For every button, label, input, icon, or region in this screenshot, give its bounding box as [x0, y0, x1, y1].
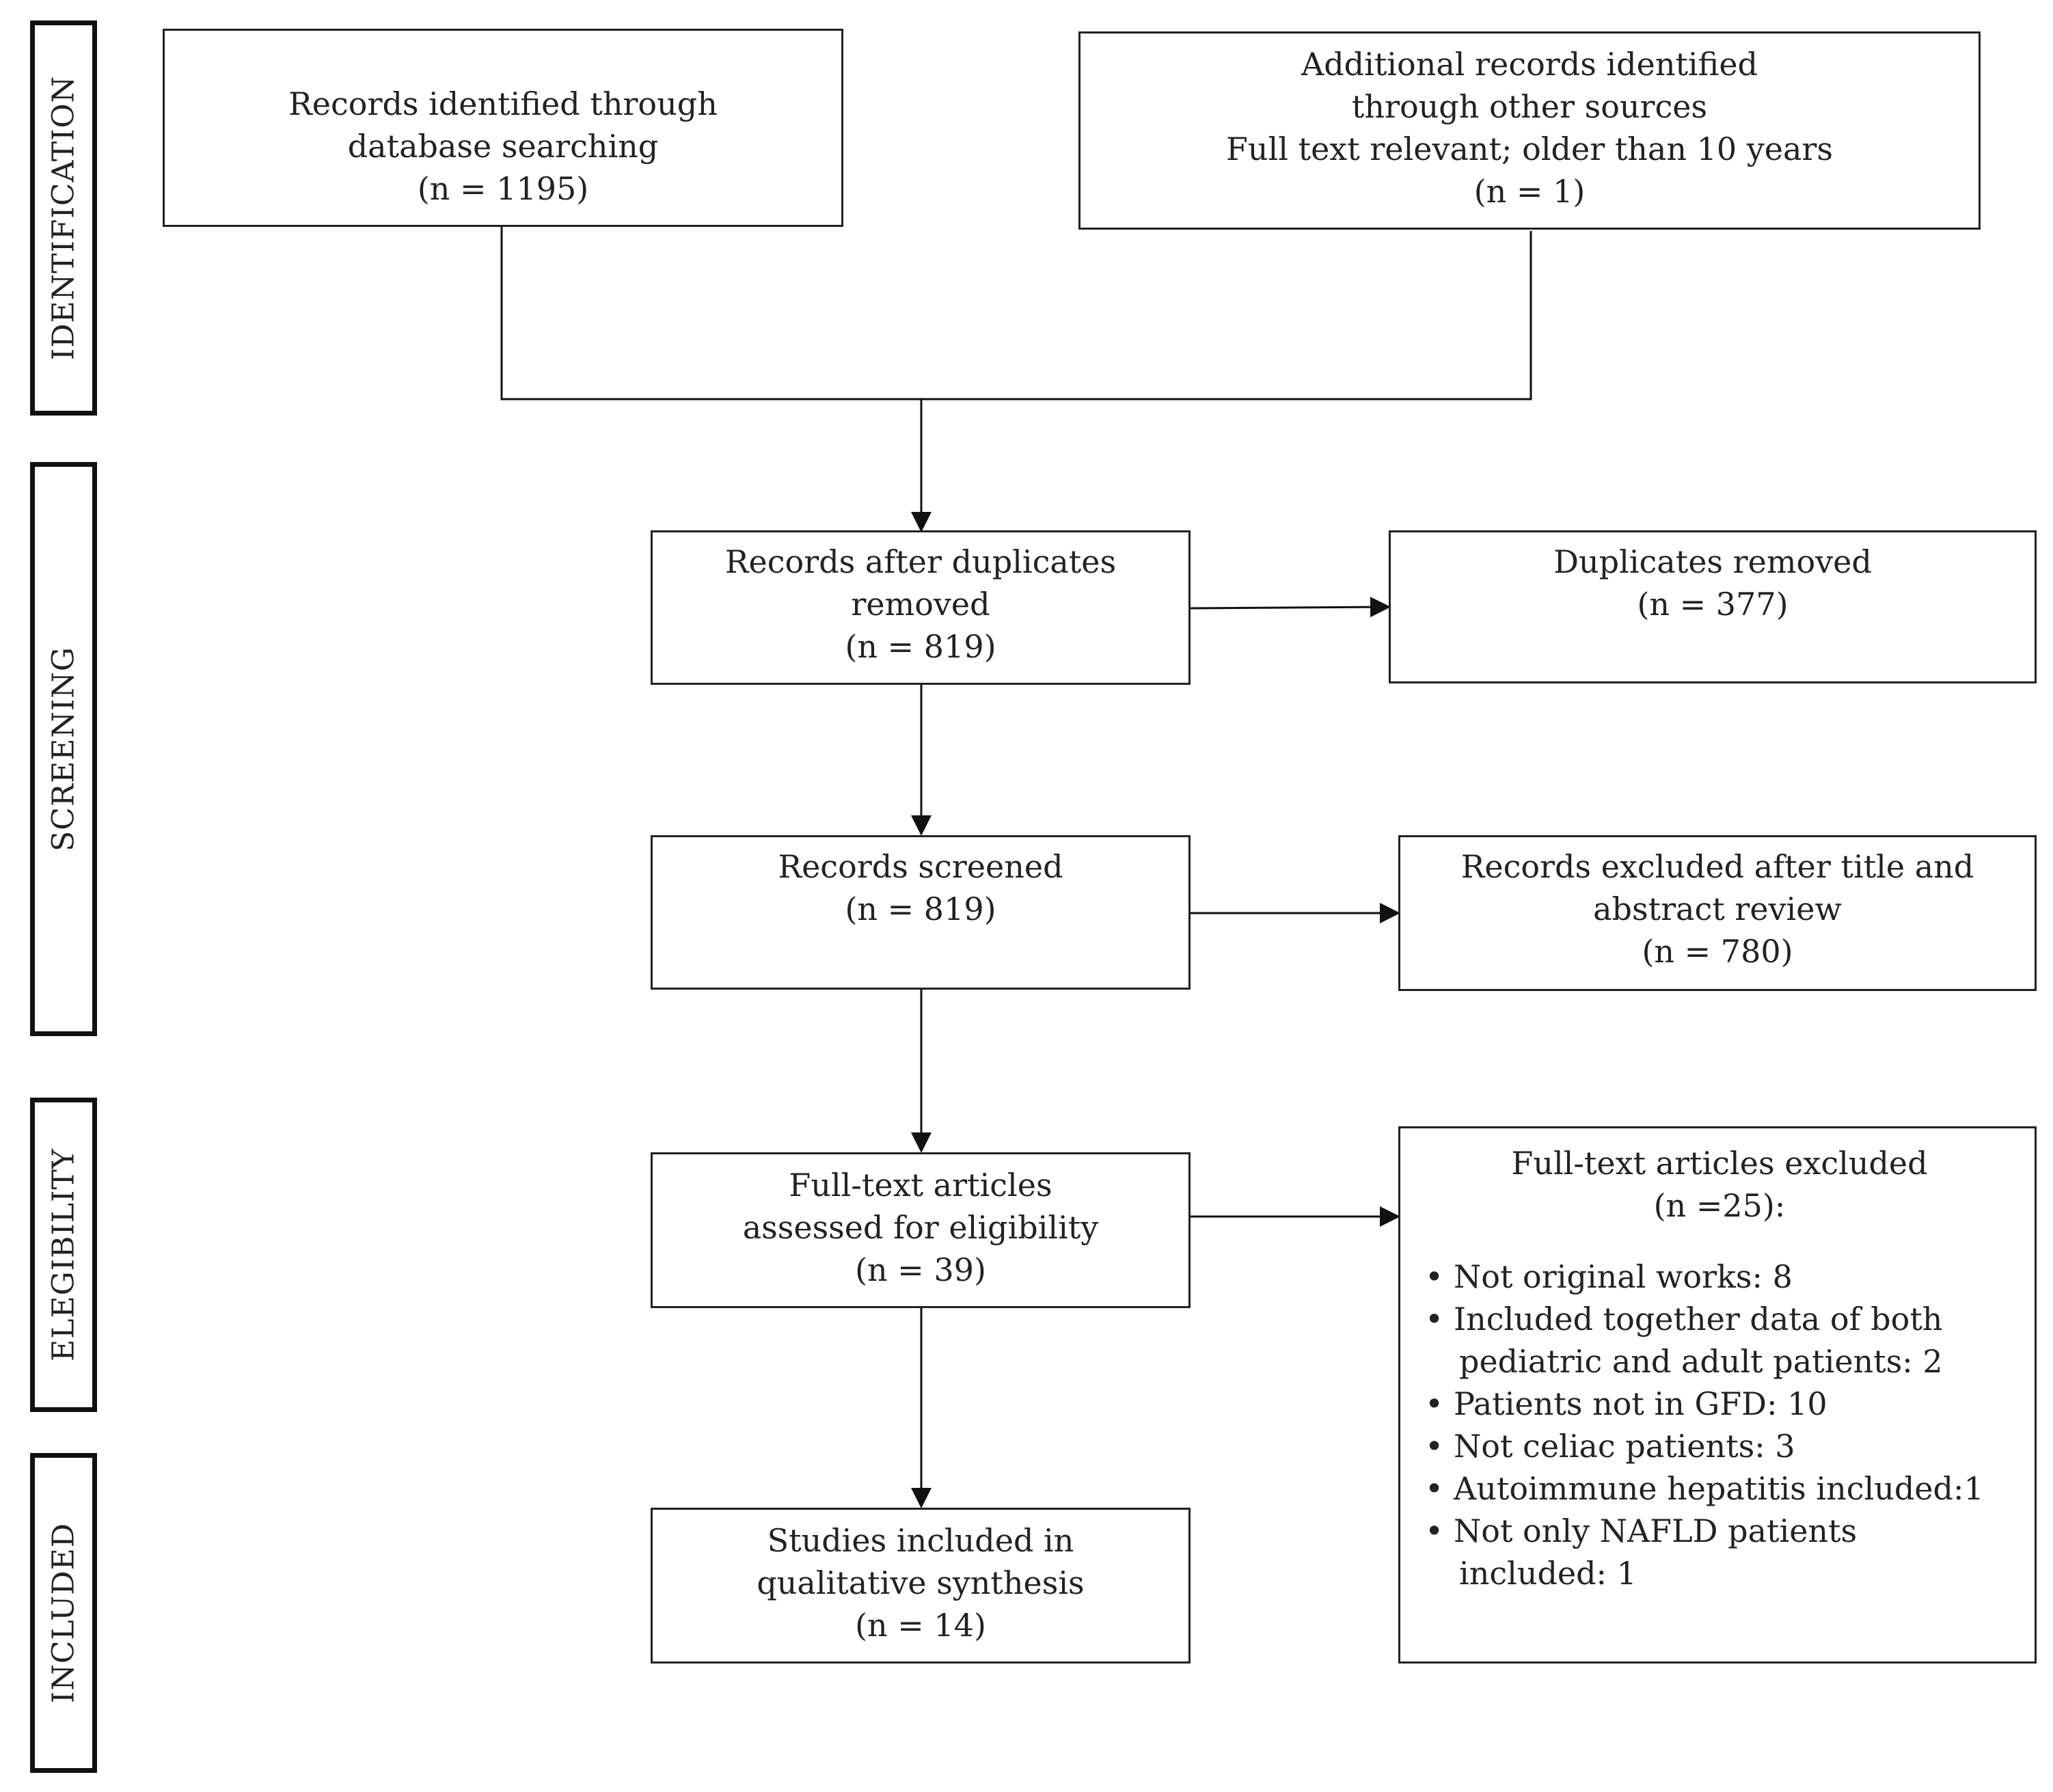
fulltext-assessed-line-1: Full-text articles [789, 1167, 1052, 1204]
fulltext-excluded-count: (n =25): [1653, 1187, 1786, 1224]
box-records-screened: Records screened (n = 819) [651, 835, 1191, 990]
merge-connector [500, 227, 1532, 401]
fulltext-assessed-line-2: assessed for eligibility [742, 1209, 1099, 1246]
other-sources-line-2: through other sources [1351, 88, 1708, 125]
arrow-to-duplicates-removed [1190, 597, 1391, 618]
box-other-sources: Additional records identified through ot… [1078, 31, 1981, 230]
database-line-2: database searching [347, 128, 659, 165]
other-sources-line-4: (n = 1) [1473, 173, 1586, 210]
included-synthesis-line-3: (n = 14) [855, 1607, 986, 1644]
box-duplicates-removed: Duplicates removed (n = 377) [1389, 530, 2037, 683]
exclusion-reason: • Included together data of both pediatr… [1425, 1298, 2014, 1383]
exclusion-reason-text: Patients not in GFD: 10 [1454, 1385, 1827, 1422]
bullet-icon: • [1425, 1470, 1444, 1507]
exclusion-reason: • Not only NAFLD patients included: 1 [1425, 1510, 2014, 1594]
bullet-icon: • [1425, 1428, 1444, 1465]
excluded-title-line-2: abstract review [1593, 891, 1842, 927]
duplicates-removed-line-1: Duplicates removed [1553, 543, 1872, 580]
exclusion-reason-text: Autoimmune hepatitis included:1 [1454, 1470, 1984, 1507]
exclusion-reason-text: Not only NAFLD patients [1454, 1512, 1858, 1549]
box-excluded-title-abstract: Records excluded after title and abstrac… [1398, 835, 2037, 991]
after-duplicates-line-3: (n = 819) [845, 628, 996, 665]
included-synthesis-line-1: Studies included in [767, 1522, 1074, 1559]
exclusion-reason: • Not celiac patients: 3 [1425, 1425, 2014, 1467]
exclusion-reason: • Not original works: 8 [1425, 1255, 2014, 1298]
database-line-1: Records identified through [288, 85, 718, 122]
phase-screening: SCREENING [30, 462, 97, 1036]
exclusion-reason: • Autoimmune hepatitis included:1 [1425, 1467, 2014, 1510]
box-fulltext-excluded: Full-text articles excluded (n =25): • N… [1398, 1126, 2037, 1664]
bullet-icon: • [1425, 1385, 1444, 1422]
bullet-icon: • [1425, 1512, 1444, 1549]
exclusion-reason-text: Not celiac patients: 3 [1454, 1428, 1795, 1465]
box-database-records: Records identified through database sear… [163, 29, 843, 227]
excluded-title-line-3: (n = 780) [1642, 933, 1793, 970]
excluded-title-line-1: Records excluded after title and [1460, 848, 1974, 885]
fulltext-assessed-line-3: (n = 39) [855, 1251, 986, 1288]
screened-line-2: (n = 819) [845, 891, 996, 927]
after-duplicates-line-1: Records after duplicates [724, 543, 1117, 580]
bullet-icon: • [1425, 1301, 1444, 1338]
phase-included: INCLUDED [30, 1453, 97, 1773]
phase-eligibility: ELEGIBILITY [30, 1098, 97, 1412]
exclusion-reason-text: Not original works: 8 [1454, 1258, 1793, 1295]
other-sources-line-3: Full text relevant; older than 10 years [1226, 131, 1833, 167]
database-line-3: (n = 1195) [417, 170, 589, 207]
exclusion-reason-continuation: pediatric and adult patients: 2 [1459, 1343, 1943, 1380]
exclusion-reason-text: Included together data of both [1454, 1301, 1943, 1338]
phase-identification: IDENTIFICATION [30, 21, 97, 416]
after-duplicates-line-2: removed [851, 586, 990, 623]
exclusion-reason: • Patients not in GFD: 10 [1425, 1383, 2014, 1425]
duplicates-removed-line-2: (n = 377) [1637, 586, 1789, 623]
other-sources-line-1: Additional records identified [1301, 46, 1758, 83]
exclusion-reasons-list: • Not original works: 8 • Included toget… [1425, 1255, 2014, 1594]
included-synthesis-line-2: qualitative synthesis [757, 1564, 1085, 1601]
bullet-icon: • [1425, 1258, 1444, 1295]
screened-line-1: Records screened [778, 848, 1063, 885]
box-after-duplicates: Records after duplicates removed (n = 81… [651, 530, 1191, 685]
box-included-synthesis: Studies included in qualitative synthesi… [651, 1508, 1191, 1664]
box-fulltext-assessed: Full-text articles assessed for eligibil… [651, 1152, 1191, 1308]
exclusion-reason-continuation: included: 1 [1459, 1555, 1637, 1592]
fulltext-excluded-title: Full-text articles excluded [1511, 1145, 1928, 1182]
